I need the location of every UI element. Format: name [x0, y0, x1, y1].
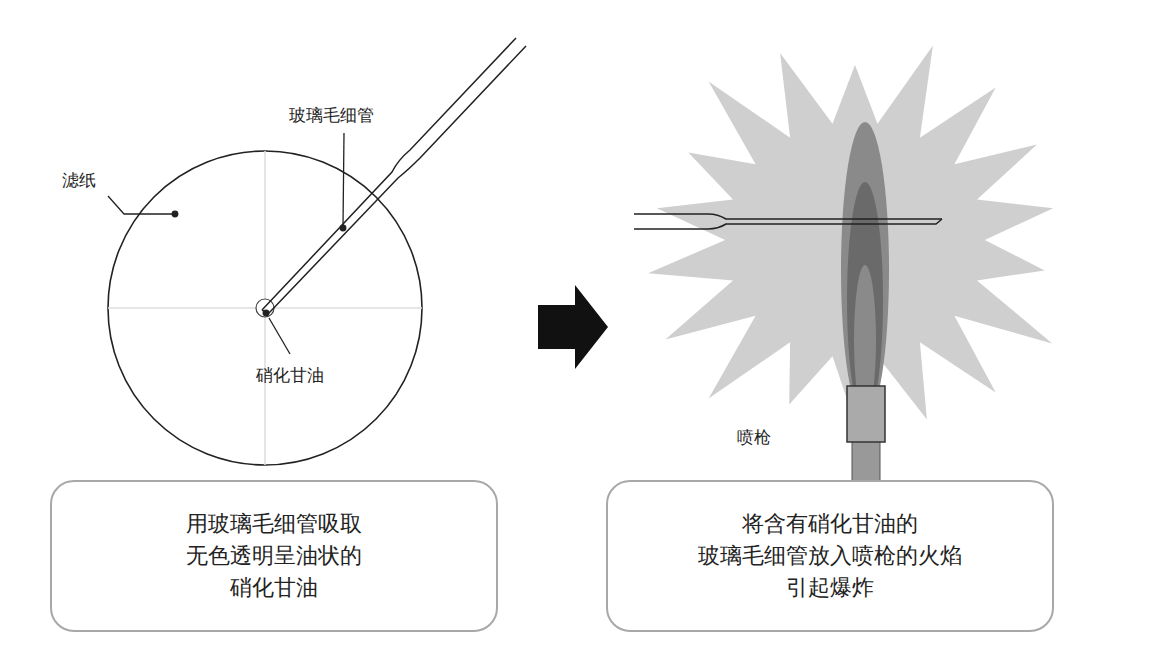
- step-text: 用玻璃毛细管吸取 无色透明呈油状的 硝化甘油: [149, 508, 399, 604]
- text-group: 用玻璃毛细管吸取 无色透明呈油状的 硝化甘油: [149, 508, 399, 604]
- glass-capillary: [634, 214, 942, 229]
- blowtorch: [847, 386, 885, 485]
- filter-paper: [108, 151, 422, 465]
- part-label: 滤纸: [60, 170, 98, 190]
- part-label: 喷枪: [735, 427, 773, 447]
- leader-line: [108, 133, 346, 354]
- part-label: 玻璃毛细管: [287, 105, 376, 125]
- caption-box: 用玻璃毛细管吸取 无色透明呈油状的 硝化甘油: [50, 480, 498, 632]
- part-label: 硝化甘油: [254, 365, 326, 385]
- text-group: 将含有硝化甘油的 玻璃毛细管放入喷枪的火焰 引起爆炸: [680, 508, 980, 604]
- flow-arrow: [538, 285, 608, 369]
- glass-capillary: [262, 38, 526, 314]
- caption-box: 将含有硝化甘油的 玻璃毛细管放入喷枪的火焰 引起爆炸: [606, 480, 1054, 632]
- torch-flame: [841, 122, 889, 418]
- explosion-burst: [648, 46, 1053, 424]
- step-text: 将含有硝化甘油的 玻璃毛细管放入喷枪的火焰 引起爆炸: [680, 508, 980, 604]
